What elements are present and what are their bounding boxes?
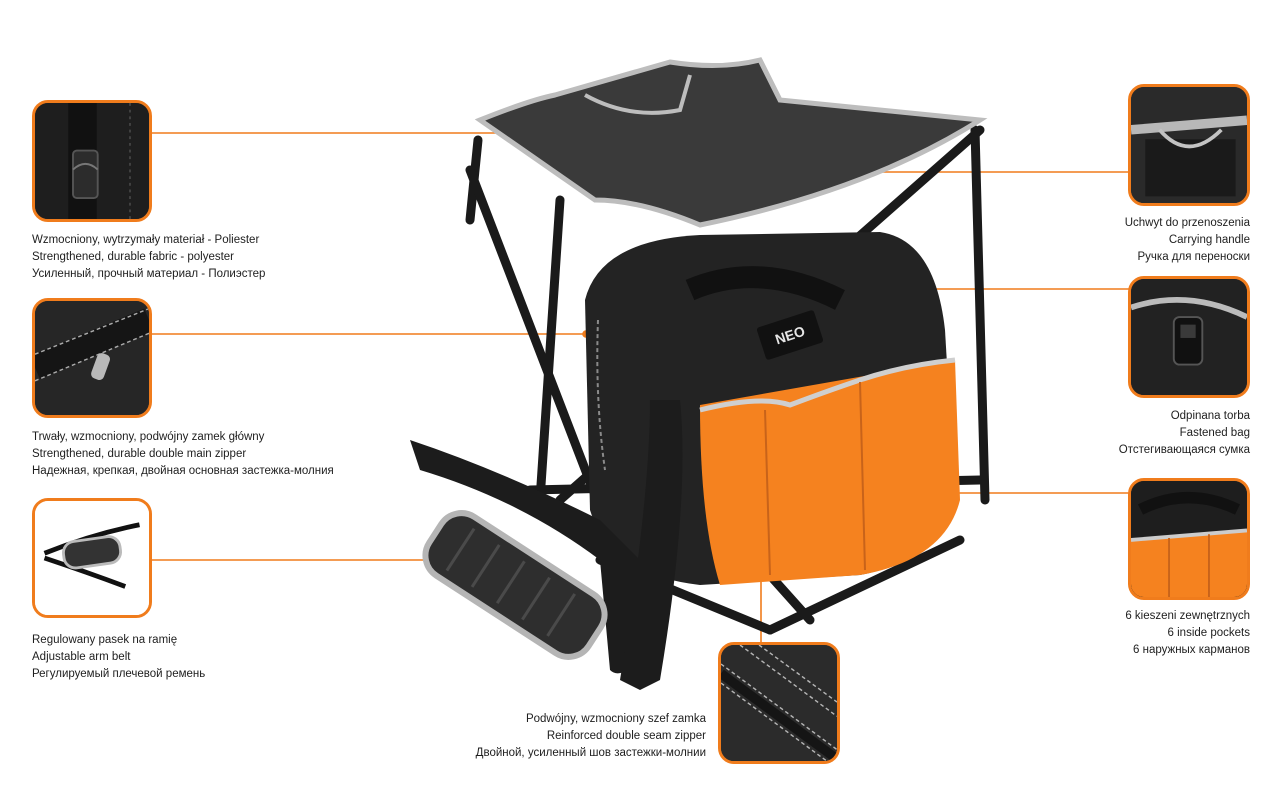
callout-pockets-ru: 6 наружных карманов bbox=[1133, 644, 1250, 656]
callout-bag: Odpinana torba Fastened bag Отстегивающа… bbox=[1119, 408, 1250, 459]
callout-fabric-en: Strengthened, durable fabric - polyester bbox=[32, 251, 235, 263]
callout-bag-ru: Отстегивающаяся сумка bbox=[1118, 444, 1250, 456]
callout-belt: Regulowany pasek na ramię Adjustable arm… bbox=[32, 632, 205, 683]
callout-belt-ru: Регулируемый плечевой ремень bbox=[32, 668, 206, 680]
callout-fabric: Wzmocniony, wytrzymały materiał - Polies… bbox=[32, 232, 265, 283]
zipper-detail-thumbnail bbox=[32, 298, 152, 418]
callout-belt-pl: Regulowany pasek na ramię bbox=[32, 634, 178, 646]
callout-seam-pl: Podwójny, wzmocniony szef zamka bbox=[525, 713, 706, 725]
callout-pockets: 6 kieszeni zewnętrznych 6 inside pockets… bbox=[1125, 608, 1250, 659]
callout-handle-en: Carrying handle bbox=[1168, 234, 1250, 246]
callout-handle-pl: Uchwyt do przenoszenia bbox=[1124, 217, 1250, 229]
callout-pockets-en: 6 inside pockets bbox=[1167, 627, 1250, 639]
stool-seat bbox=[474, 57, 988, 228]
callout-seam-ru: Двойной, усиленный шов застежки-молнии bbox=[475, 747, 706, 759]
callout-zipper-pl: Trwały, wzmocniony, podwójny zamek główn… bbox=[32, 431, 265, 443]
handle-detail-thumbnail bbox=[1128, 84, 1250, 206]
callout-pockets-pl: 6 kieszeni zewnętrznych bbox=[1125, 610, 1250, 622]
callout-handle-ru: Ручка для переноски bbox=[1137, 251, 1251, 263]
callout-fabric-pl: Wzmocniony, wytrzymały materiał - Polies… bbox=[32, 234, 260, 246]
callout-seam-en: Reinforced double seam zipper bbox=[546, 730, 706, 742]
callout-bag-pl: Odpinana torba bbox=[1170, 410, 1250, 422]
callout-seam: Podwójny, wzmocniony szef zamka Reinforc… bbox=[476, 711, 706, 762]
callout-handle: Uchwyt do przenoszenia Carrying handle Р… bbox=[1125, 215, 1250, 266]
bag-buckle-thumbnail bbox=[1128, 276, 1250, 398]
callout-bag-en: Fastened bag bbox=[1179, 427, 1250, 439]
seam-detail-thumbnail bbox=[718, 642, 840, 764]
callout-zipper: Trwały, wzmocniony, podwójny zamek główn… bbox=[32, 429, 334, 480]
fabric-detail-thumbnail bbox=[32, 100, 152, 222]
callout-zipper-en: Strengthened, durable double main zipper bbox=[32, 448, 247, 460]
callout-zipper-ru: Надежная, крепкая, двойная основная заст… bbox=[32, 465, 334, 477]
callout-belt-en: Adjustable arm belt bbox=[32, 651, 131, 663]
belt-detail-thumbnail bbox=[32, 498, 152, 618]
pockets-detail-thumbnail bbox=[1128, 478, 1250, 600]
callout-fabric-ru: Усиленный, прочный материал - Полиэстер bbox=[32, 268, 266, 280]
